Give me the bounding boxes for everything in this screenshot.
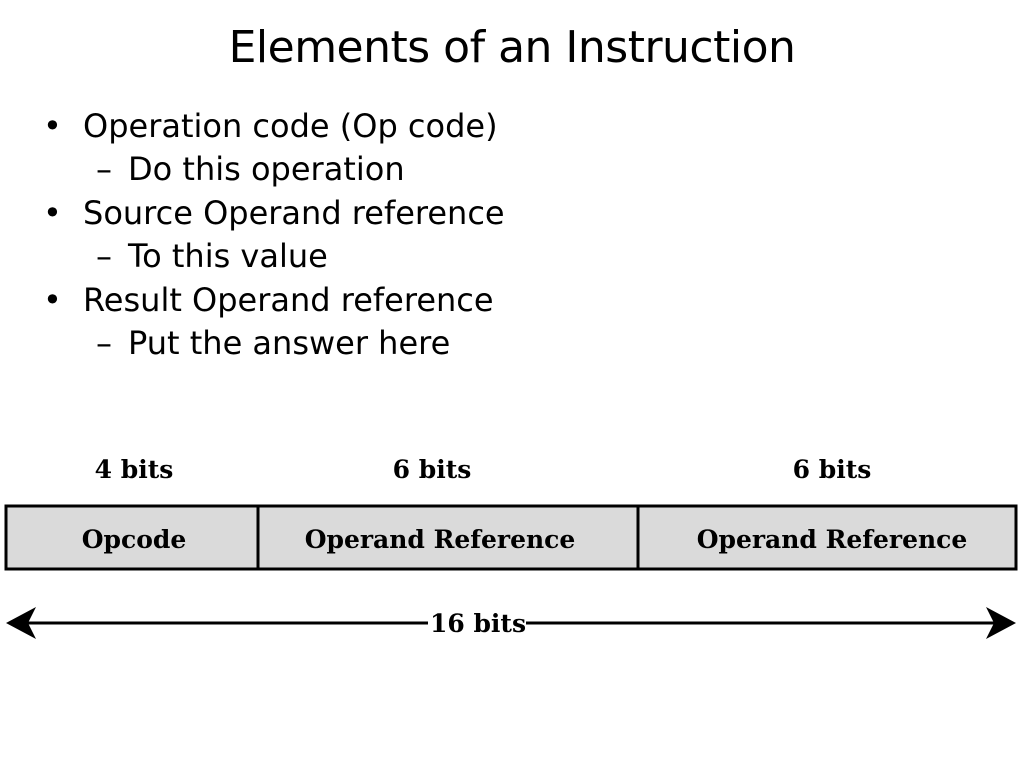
bullet-item: Result Operand reference bbox=[40, 278, 940, 322]
field-box-source-operand bbox=[256, 504, 640, 571]
sub-item: To this value bbox=[40, 235, 940, 278]
instruction-format-diagram: 4 bits 6 bits 6 bits Opcode Operand Refe… bbox=[4, 455, 1018, 639]
field-label: Opcode bbox=[82, 525, 187, 554]
instruction-word: Opcode Operand Reference Operand Referen… bbox=[4, 504, 1018, 571]
field-bits-label: 6 bits bbox=[793, 455, 872, 484]
field-label: Operand Reference bbox=[305, 525, 576, 554]
bullet-item: Source Operand reference bbox=[40, 191, 940, 235]
field-box-opcode bbox=[4, 504, 260, 571]
field-label: Operand Reference bbox=[697, 525, 968, 554]
field-bits-label: 6 bits bbox=[393, 455, 472, 484]
field-box-result-operand bbox=[636, 504, 1018, 571]
bullet-list: Operation code (Op code) Do this operati… bbox=[40, 104, 940, 365]
slide-title: Elements of an Instruction bbox=[228, 22, 796, 73]
total-width-arrow: 16 bits bbox=[6, 607, 1016, 639]
field-bits-label: 4 bits bbox=[95, 455, 174, 484]
sub-item: Put the answer here bbox=[40, 322, 940, 365]
arrowhead-right-icon bbox=[986, 607, 1016, 639]
sub-item: Do this operation bbox=[40, 148, 940, 191]
bullet-item: Operation code (Op code) bbox=[40, 104, 940, 148]
total-bits-label: 16 bits bbox=[430, 609, 526, 638]
arrowhead-left-icon bbox=[6, 607, 36, 639]
